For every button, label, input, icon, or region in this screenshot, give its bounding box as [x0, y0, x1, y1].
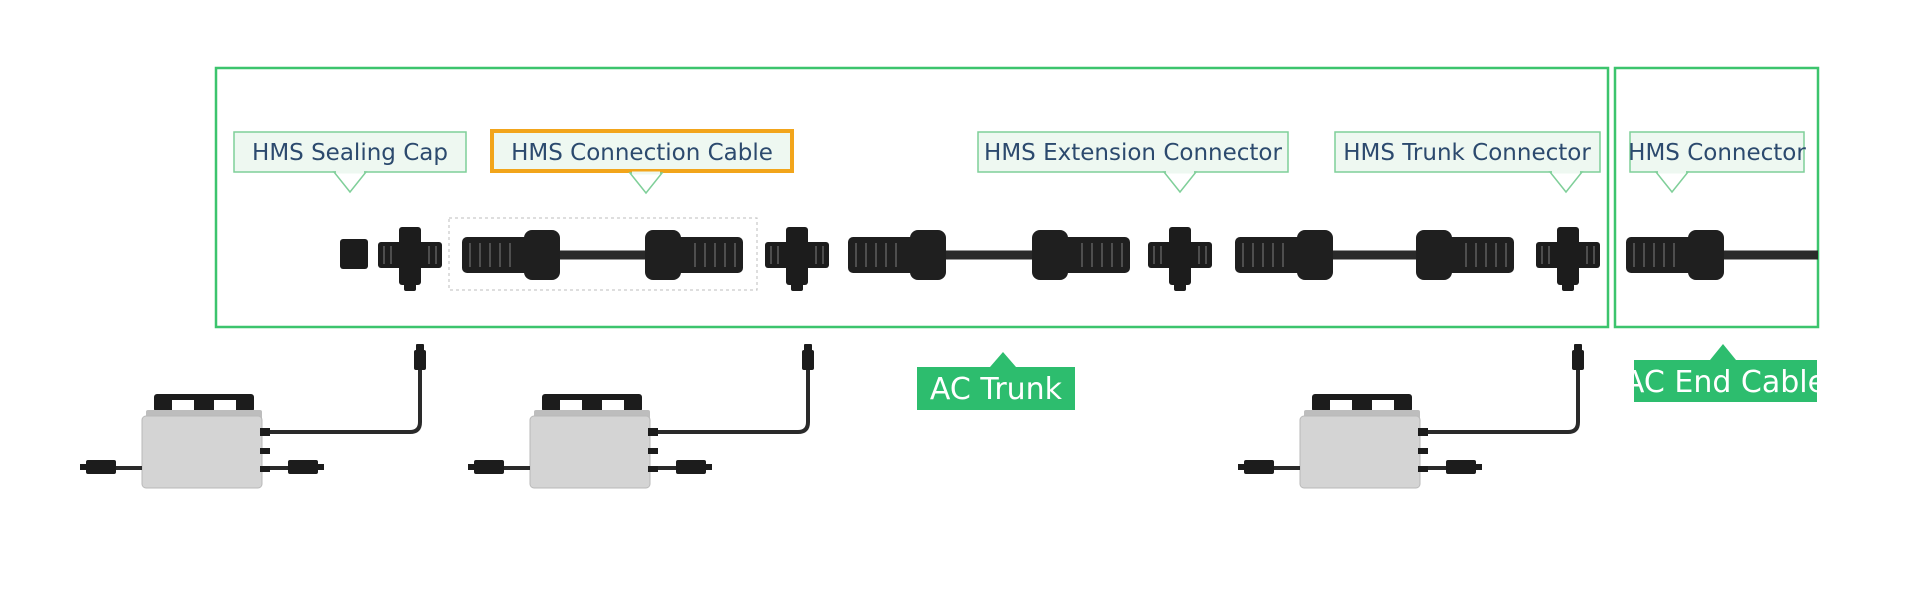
callout-connector: HMS Connector [1628, 131, 1806, 194]
t-connector-3 [1535, 226, 1601, 292]
ac-end-cable-frame [1613, 66, 1820, 329]
microinverter-2 [466, 342, 816, 490]
callout-connector-label: HMS Connector [1628, 140, 1806, 166]
callout-connection-cable-label: HMS Connection Cable [511, 140, 773, 166]
trunk-cable-assembly [340, 217, 1601, 292]
callout-trunk-connector-label: HMS Trunk Connector [1343, 140, 1591, 166]
connection-cable-outline [448, 217, 758, 291]
ac-trunk-frame [214, 66, 1610, 329]
callout-connection-cable[interactable]: HMS Connection Cable [490, 129, 794, 195]
extension-cable-2-left-plug [1234, 229, 1334, 281]
tag-ac-trunk-label: AC Trunk [930, 372, 1063, 407]
callout-sealing-cap: HMS Sealing Cap [233, 131, 467, 194]
end-cable-plug [1625, 229, 1725, 281]
callout-extension-connector: HMS Extension Connector [977, 131, 1289, 194]
callout-sealing-cap-label: HMS Sealing Cap [252, 140, 448, 166]
t-connector-1 [377, 226, 443, 292]
extension-cable-2-right-plug [1415, 229, 1515, 281]
callout-extension-connector-label: HMS Extension Connector [984, 140, 1282, 166]
callout-trunk-connector: HMS Trunk Connector [1334, 131, 1601, 194]
t-connector-2 [764, 226, 830, 292]
sealing-cap [340, 239, 368, 269]
extension-connector [1147, 226, 1213, 292]
connection-cable-right-plug [644, 229, 744, 281]
connection-cable-left-plug [461, 229, 561, 281]
microinverter-3 [1236, 342, 1586, 490]
tag-ac-trunk: AC Trunk [917, 352, 1075, 410]
extension-cable-1-left-plug [847, 229, 947, 281]
microinverter-1 [78, 342, 428, 490]
tag-ac-end-cable-label: AC End Cable [1624, 365, 1826, 400]
extension-cable-1-right-plug [1031, 229, 1131, 281]
ac-end-cable-assembly [1625, 229, 1818, 281]
tag-ac-end-cable: AC End Cable [1624, 344, 1826, 402]
